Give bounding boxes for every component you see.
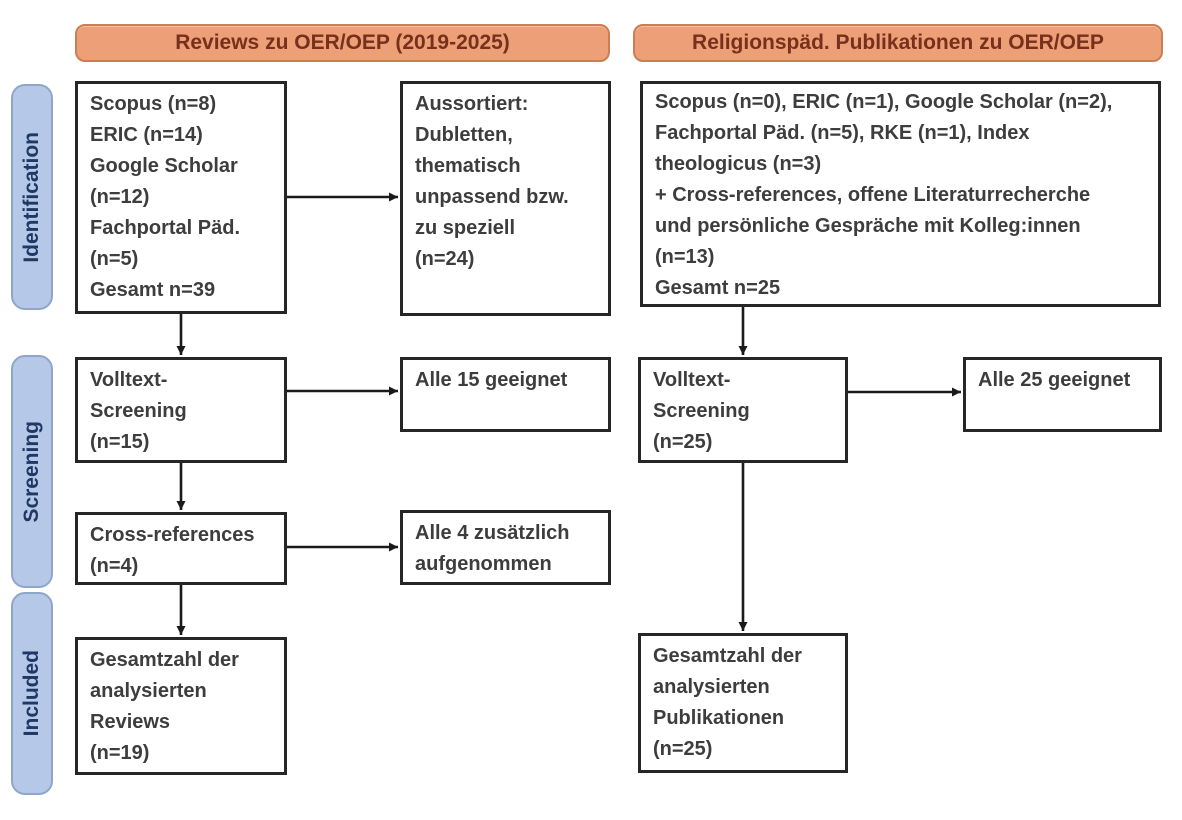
box-left-fulltext-screening-text: Volltext- Screening (n=15) [90,369,187,453]
box-left-included-text: Gesamtzahl der analysierten Reviews (n=1… [90,649,239,764]
stage-label-screening: Screening [11,355,53,588]
column-header-religionspaed-label: Religionspäd. Publikationen zu OER/OEP [692,31,1104,54]
box-left-crossref-result-text: Alle 4 zusätzlich aufgenommen [415,522,570,575]
box-left-excluded-text: Aussortiert: Dubletten, thematisch unpas… [415,93,569,270]
column-header-reviews: Reviews zu OER/OEP (2019-2025) [75,24,610,62]
box-right-fulltext-screening-text: Volltext- Screening (n=25) [653,369,750,453]
box-left-sources-text: Scopus (n=8) ERIC (n=14) Google Scholar … [90,93,241,301]
stage-label-screening-text: Screening [20,420,43,523]
box-left-crossref: Cross-references (n=4) [75,512,287,585]
box-right-included-text: Gesamtzahl der analysierten Publikatione… [653,645,802,760]
box-right-sources-text: Scopus (n=0), ERIC (n=1), Google Scholar… [655,91,1113,299]
box-left-crossref-result: Alle 4 zusätzlich aufgenommen [400,510,611,585]
box-right-included: Gesamtzahl der analysierten Publikatione… [638,633,848,773]
column-header-reviews-label: Reviews zu OER/OEP (2019-2025) [175,31,510,54]
stage-label-included-text: Included [20,650,43,737]
box-left-excluded: Aussortiert: Dubletten, thematisch unpas… [400,81,611,316]
box-left-sources: Scopus (n=8) ERIC (n=14) Google Scholar … [75,81,287,314]
box-left-fulltext-screening: Volltext- Screening (n=15) [75,357,287,463]
column-header-religionspaed: Religionspäd. Publikationen zu OER/OEP [633,24,1163,62]
box-right-sources: Scopus (n=0), ERIC (n=1), Google Scholar… [640,81,1161,307]
stage-label-identification-text: Identification [20,131,43,263]
box-left-included: Gesamtzahl der analysierten Reviews (n=1… [75,637,287,775]
box-right-fulltext-result-text: Alle 25 geeignet [978,369,1131,391]
box-right-fulltext-screening: Volltext- Screening (n=25) [638,357,848,463]
stage-label-identification: Identification [11,84,53,310]
box-left-crossref-text: Cross-references (n=4) [90,524,255,577]
box-left-fulltext-result-text: Alle 15 geeignet [415,369,568,391]
stage-label-included: Included [11,592,53,795]
box-right-fulltext-result: Alle 25 geeignet [963,357,1162,432]
box-left-fulltext-result: Alle 15 geeignet [400,357,611,432]
